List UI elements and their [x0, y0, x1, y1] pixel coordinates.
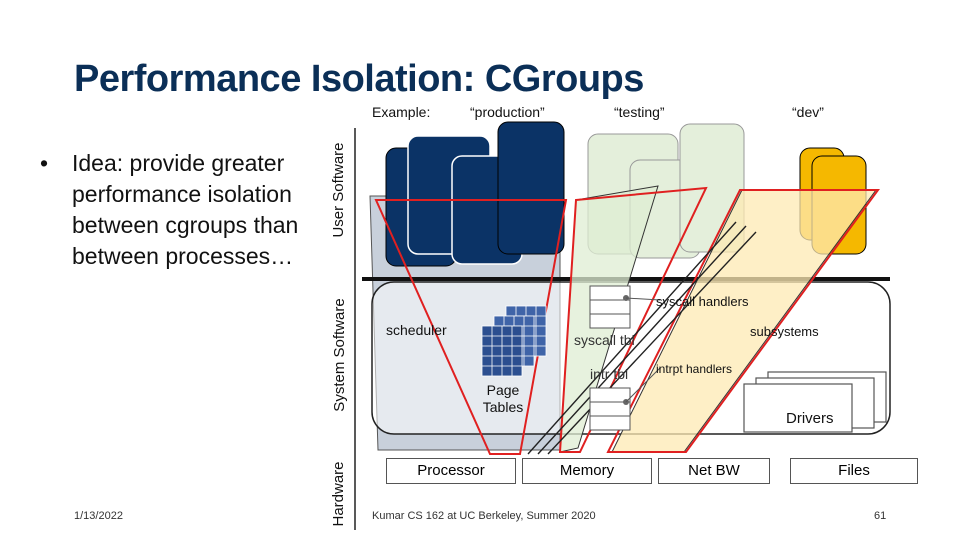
bullet-dot-icon: •: [40, 150, 49, 176]
page-tables-stack: [481, 305, 547, 377]
group-label-testing: “testing”: [614, 104, 665, 120]
layer-label-hardware: Hardware: [330, 461, 347, 527]
slide-title: Performance Isolation: CGroups: [74, 58, 644, 100]
hardware-processor: Processor: [386, 458, 516, 484]
hardware-memory: Memory: [522, 458, 652, 484]
group-label-production: “production”: [470, 104, 545, 120]
syscall-handlers-label: syscall handlers: [656, 294, 749, 309]
subsystems-label: subsystems: [750, 324, 819, 339]
page-tables-label: Page Tables: [482, 382, 524, 415]
production-processes: [385, 121, 565, 267]
example-label: Example:: [372, 104, 431, 120]
group-label-dev: “dev”: [792, 104, 824, 120]
syscall-tbl-label: syscall tbl: [574, 332, 635, 348]
hardware-net-bw: Net BW: [658, 458, 770, 484]
bullet-text: Idea: provide greater performance isolat…: [72, 150, 299, 269]
drivers-stack: [743, 371, 887, 433]
syscall-table: [589, 285, 631, 329]
intr-tbl-label: intr tbl: [590, 366, 629, 382]
slide-footer: Kumar CS 162 at UC Berkeley, Summer 2020: [372, 510, 596, 522]
layer-label-system: System Software: [331, 298, 348, 412]
hardware-files: Files: [790, 458, 918, 484]
drivers-label: Drivers: [786, 410, 834, 427]
page-number: 61: [874, 510, 887, 522]
slide-date: 1/13/2022: [74, 510, 123, 522]
scheduler-label: scheduler: [386, 322, 447, 338]
bullet-item: • Idea: provide greater performance isol…: [40, 148, 330, 272]
intrpt-handlers-label: intrpt handlers: [656, 362, 733, 376]
intr-table: [589, 387, 631, 431]
layer-label-user: User Software: [330, 142, 347, 238]
cgroup-outline-lines: [374, 186, 880, 455]
diagonal-lines: [527, 221, 757, 455]
